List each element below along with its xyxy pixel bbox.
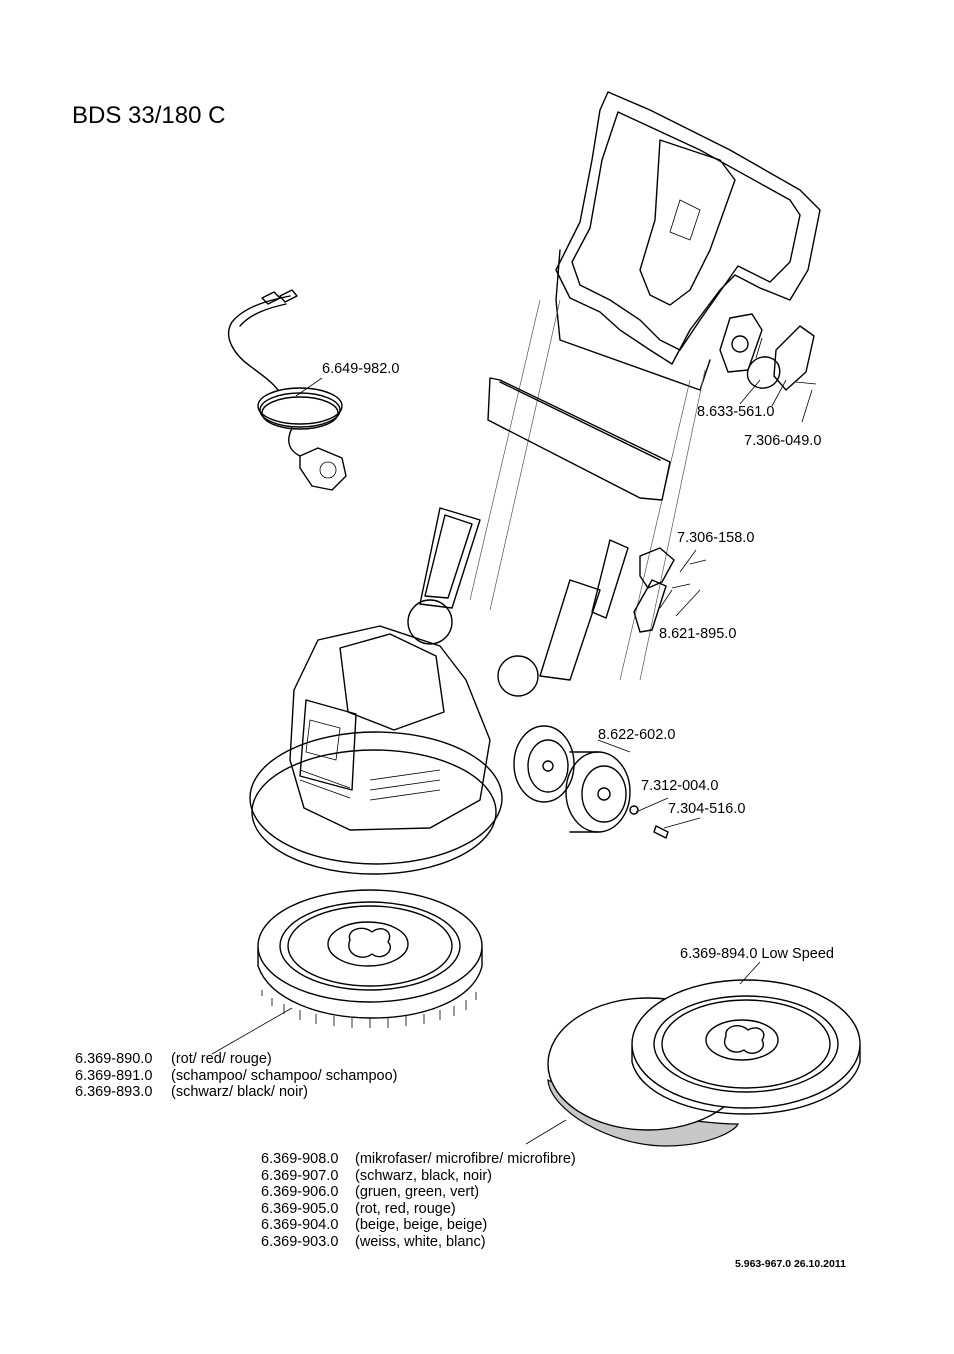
- brush-part-list: 6.369-890.0(rot/ red/ rouge) 6.369-891.0…: [75, 1051, 397, 1101]
- pad-part-row: 6.369-905.0(rot, red, rouge): [261, 1200, 456, 1217]
- pad-part-row: 6.369-907.0(schwarz, black, noir): [261, 1167, 492, 1184]
- callout-knob-screw: 7.306-049.0: [744, 433, 822, 449]
- pad-part-list: 6.369-908.0(mikrofaser/ microfibre/ micr…: [261, 1151, 576, 1250]
- pad-part-row: 6.369-903.0(weiss, white, blanc): [261, 1233, 486, 1250]
- brush-part-row: 6.369-893.0(schwarz/ black/ noir): [75, 1084, 308, 1100]
- brush-part-row: 6.369-891.0(schampoo/ schampoo/ schampoo…: [75, 1067, 398, 1084]
- pad-part-row: 6.369-906.0(gruen, green, vert): [261, 1184, 480, 1200]
- document-footer: 5.963-967.0 26.10.2011: [735, 1258, 846, 1270]
- pad-part-row: 6.369-904.0(beige, beige, beige): [261, 1217, 488, 1233]
- page-title: BDS 33/180 C: [72, 102, 226, 129]
- wheels-drawing: [513, 725, 701, 839]
- handle-drawing: [407, 91, 821, 697]
- leader-lines: [295, 337, 763, 405]
- callout-knob: 8.633-561.0: [697, 404, 775, 420]
- callout-wheel: 8.622-602.0: [598, 727, 676, 743]
- callout-wheel-washer: 7.312-004.0: [641, 778, 719, 794]
- callout-clip: 8.621-895.0: [659, 626, 737, 642]
- callout-cable: 6.649-982.0: [322, 361, 400, 377]
- brush-drawing: [211, 889, 483, 1055]
- callout-wheel-screw: 7.304-516.0: [668, 801, 746, 817]
- machine-base-drawing: [249, 625, 503, 875]
- pad-part-row: 6.369-908.0(mikrofaser/ microfibre/ micr…: [261, 1151, 576, 1167]
- power-cable-drawing: [227, 289, 347, 491]
- brush-part-row: 6.369-890.0(rot/ red/ rouge): [75, 1051, 272, 1067]
- callout-clip-screw: 7.306-158.0: [677, 530, 755, 546]
- callout-low-speed-pad: 6.369-894.0 Low Speed: [680, 946, 834, 962]
- pads-drawing: [525, 961, 861, 1147]
